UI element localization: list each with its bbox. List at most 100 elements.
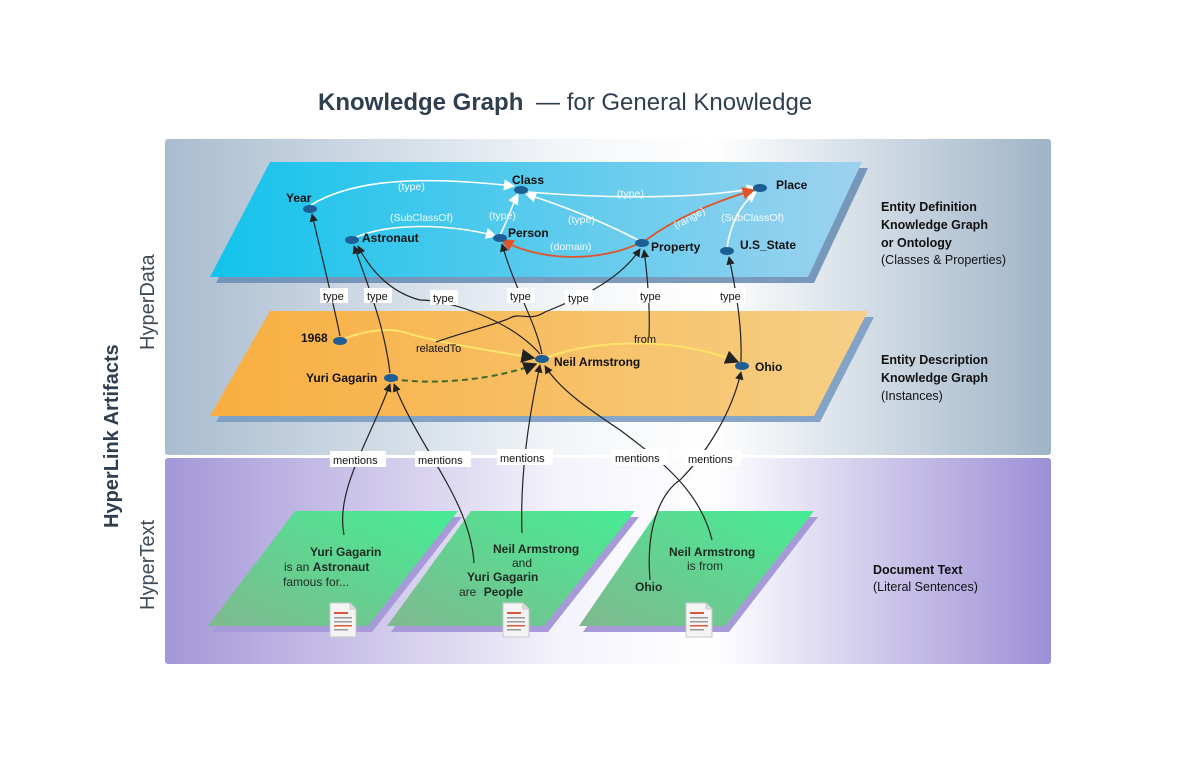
node-label-yuri: Yuri Gagarin: [306, 371, 377, 385]
doc1-line3: famous for...: [283, 575, 349, 589]
doc1-line1: Yuri Gagarin: [310, 545, 381, 559]
node-year: [303, 205, 317, 213]
definition-title-3: or Ontology: [881, 236, 952, 250]
edge-from: [547, 342, 740, 364]
mention-label-5: mentions: [688, 454, 733, 466]
mention-label-4: mentions: [615, 453, 660, 465]
doc2-line1: Neil Armstrong: [493, 542, 579, 556]
node-place: [753, 184, 767, 192]
type-label-3: type: [433, 293, 454, 305]
node-astronaut: [345, 236, 359, 244]
type-label-bg-3: [430, 290, 458, 305]
type-label-bg-4: [507, 288, 535, 303]
mention-edge-2: [392, 383, 475, 564]
mention-label-1: mentions: [333, 455, 378, 467]
node-label-ohio: Ohio: [755, 360, 782, 374]
edge-person-class: [499, 193, 519, 236]
label-related-to: relatedTo: [416, 343, 461, 355]
type-label-bg-2: [364, 288, 392, 303]
node-label-property: Property: [651, 240, 701, 254]
mention-bg-3: [497, 449, 553, 465]
edge-related-to: [339, 328, 536, 363]
mention-bg-5: [685, 450, 741, 466]
definition-subtitle: (Classes & Properties): [881, 253, 1006, 267]
doc2-line3: Yuri Gagarin: [467, 570, 538, 584]
mention-bg-2: [415, 451, 471, 467]
node-label-usstate: U.S_State: [740, 238, 796, 252]
mention-bg-4: [612, 449, 668, 465]
type-label-bg-7: [717, 288, 745, 303]
label-subclass-usstate: (SubClassOf): [721, 212, 784, 224]
label-type-property: (type): [568, 214, 595, 226]
type-edge-neil-astronaut: [357, 245, 541, 355]
edge-yuri-neil: [391, 362, 538, 383]
type-edge-ohio-usstate: [726, 256, 742, 363]
mention-label-3: mentions: [500, 453, 545, 465]
title-bold: Knowledge Graph: [318, 89, 523, 116]
document-1-layer: [208, 511, 458, 626]
mention-edge-5: [648, 371, 744, 581]
document-icon: [685, 602, 713, 638]
type-label-6: type: [640, 291, 661, 303]
description-title-2: Knowledge Graph: [881, 371, 988, 385]
node-label-neil: Neil Armstrong: [554, 355, 640, 369]
definition-title-2: Knowledge Graph: [881, 218, 988, 232]
label-type-person: (type): [489, 210, 516, 222]
doc2-line2: and: [512, 556, 532, 570]
node-yuri-gagarin: [384, 374, 398, 382]
mention-label-2: mentions: [418, 455, 463, 467]
type-edge-yuri-astronaut: [352, 245, 391, 374]
node-neil-armstrong: [535, 355, 549, 363]
title-rest: — for General Knowledge: [536, 89, 812, 116]
edge-domain: [500, 239, 641, 258]
doc3-line2: is from: [687, 559, 723, 573]
document-3-layer: [579, 511, 814, 626]
label-domain: (domain): [550, 241, 591, 253]
diagram-title: Knowledge Graph — for General Knowledge: [318, 89, 812, 116]
edge-range: [645, 187, 756, 241]
doc2-line4: are People: [459, 585, 523, 599]
node-label-place: Place: [776, 178, 808, 192]
node-usstate: [720, 247, 734, 255]
label-from: from: [634, 334, 656, 346]
type-edge-related-property: [435, 248, 641, 343]
document-icon: [502, 602, 530, 638]
node-ohio: [735, 362, 749, 370]
node-label-year: Year: [286, 191, 312, 205]
node-class: [514, 186, 528, 194]
label-type-year: (type): [398, 181, 425, 193]
description-title-1: Entity Description: [881, 353, 988, 367]
node-property: [635, 239, 649, 247]
type-edge-neil-person: [500, 243, 543, 355]
document-icon: [329, 602, 357, 638]
doc3-line3: Ohio: [635, 580, 662, 594]
edge-place-class: [527, 184, 759, 198]
node-1968: [333, 337, 347, 345]
description-subtitle: (Instances): [881, 389, 943, 403]
hyperlink-artifacts-label: HyperLink Artifacts: [101, 344, 123, 528]
mention-edge-4: [544, 365, 713, 541]
type-label-bg-5: [565, 290, 593, 305]
ontology-layer: [210, 162, 862, 277]
documents-title: Document Text: [873, 563, 963, 577]
type-label-2: type: [367, 291, 388, 303]
hypertext-label: HyperText: [137, 520, 159, 610]
edge-property-class: [524, 191, 641, 242]
label-type-place: (type): [617, 188, 644, 200]
node-label-astronaut: Astronaut: [362, 231, 419, 245]
doc3-line1: Neil Armstrong: [669, 545, 755, 559]
type-edge-1968-year: [309, 213, 341, 337]
node-label-class: Class: [512, 173, 544, 187]
type-label-4: type: [510, 291, 531, 303]
type-label-1: type: [323, 291, 344, 303]
documents-subtitle: (Literal Sentences): [873, 580, 978, 594]
edge-year-class: [310, 179, 516, 206]
node-person: [493, 234, 507, 242]
node-label-person: Person: [508, 226, 549, 240]
node-label-1968: 1968: [301, 331, 328, 345]
definition-title-1: Entity Definition: [881, 200, 977, 214]
doc1-line2: is an Astronaut: [284, 560, 369, 574]
type-label-7: type: [720, 291, 741, 303]
mention-bg-1: [330, 451, 386, 467]
